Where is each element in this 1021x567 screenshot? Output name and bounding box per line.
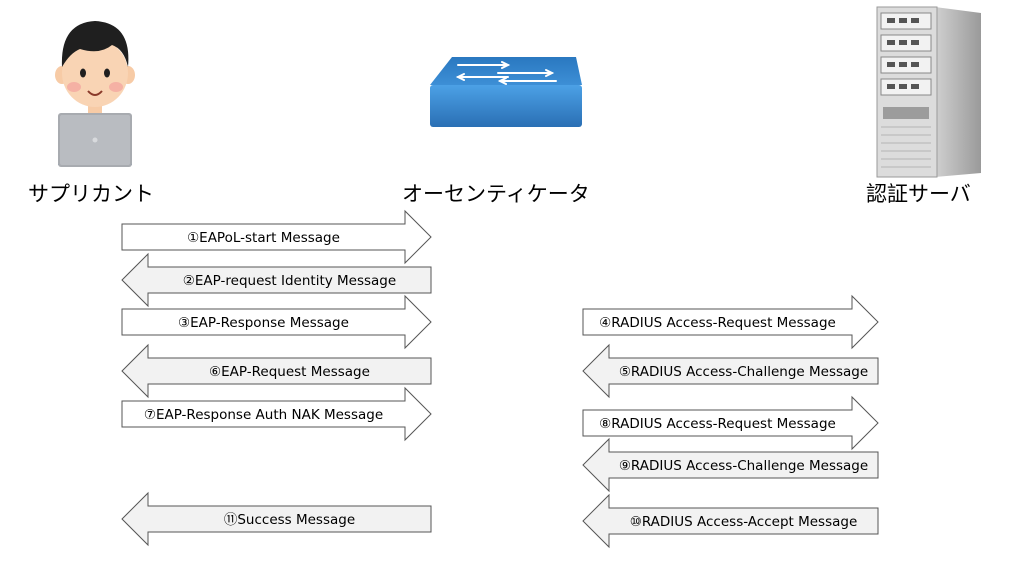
message-label: ⑦EAP-Response Auth NAK Message <box>144 407 383 423</box>
server-icon <box>876 6 981 178</box>
supplicant-label: サプリカント <box>28 182 154 206</box>
message-arrow: ⑪Success Message <box>121 491 432 547</box>
arrow-shape <box>121 491 432 547</box>
message-arrow: ⑦EAP-Response Auth NAK Message <box>121 386 432 442</box>
arrow-shape <box>121 252 432 308</box>
message-arrow: ⑧RADIUS Access-Request Message <box>582 395 879 451</box>
arrow-shape <box>121 294 432 350</box>
message-label: ⑨RADIUS Access-Challenge Message <box>619 458 868 474</box>
arrow-shape <box>582 343 879 399</box>
arrow-shape <box>121 209 432 265</box>
message-arrow: ①EAPoL-start Message <box>121 209 432 265</box>
arrow-shape <box>582 294 879 350</box>
switch-icon <box>430 57 582 127</box>
message-arrow: ④RADIUS Access-Request Message <box>582 294 879 350</box>
arrow-shape <box>121 343 432 399</box>
arrow-shape <box>582 437 879 493</box>
supplicant-person-icon <box>55 21 135 167</box>
message-arrow: ⑥EAP-Request Message <box>121 343 432 399</box>
message-label: ⑪Success Message <box>224 512 355 528</box>
message-arrow: ⑤RADIUS Access-Challenge Message <box>582 343 879 399</box>
message-arrow: ⑨RADIUS Access-Challenge Message <box>582 437 879 493</box>
message-label: ①EAPoL-start Message <box>187 230 340 246</box>
auth-server-label: 認証サーバ <box>866 182 971 206</box>
arrow-shape <box>582 395 879 451</box>
arrow-shape <box>582 493 879 549</box>
message-label: ⑥EAP-Request Message <box>209 364 370 380</box>
message-arrow: ②EAP-request Identity Message <box>121 252 432 308</box>
message-label: ⑩RADIUS Access-Accept Message <box>630 514 858 530</box>
arrow-shape <box>121 386 432 442</box>
message-label: ⑧RADIUS Access-Request Message <box>599 416 836 432</box>
message-arrow: ③EAP-Response Message <box>121 294 432 350</box>
message-label: ③EAP-Response Message <box>178 315 349 331</box>
message-label: ②EAP-request Identity Message <box>183 273 396 289</box>
authenticator-label: オーセンティケータ <box>402 182 590 206</box>
message-arrow: ⑩RADIUS Access-Accept Message <box>582 493 879 549</box>
message-label: ④RADIUS Access-Request Message <box>599 315 836 331</box>
message-label: ⑤RADIUS Access-Challenge Message <box>619 364 868 380</box>
